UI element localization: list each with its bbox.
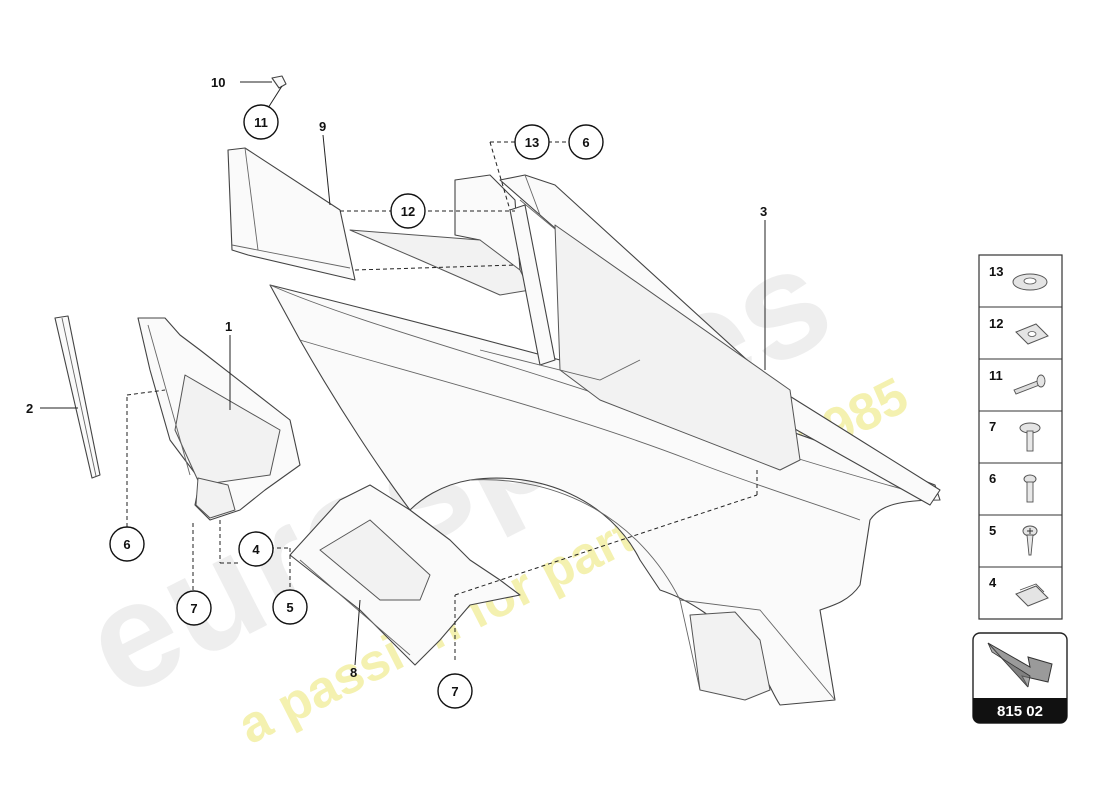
- wide-head-screw-icon: [1019, 422, 1041, 452]
- callout-11: 11: [254, 115, 268, 130]
- callout-7-bottom-circle: [437, 673, 473, 709]
- legend-row: 7: [989, 419, 1041, 452]
- callout-6-left: 6: [123, 537, 130, 552]
- callout-12: 12: [401, 204, 415, 219]
- legend-number: 13: [989, 264, 1003, 279]
- callout-7-bottom: 7: [451, 684, 458, 699]
- callout-13: 13: [525, 135, 539, 150]
- page-reference: 815 02: [972, 632, 1068, 724]
- callouts: 10 11 9 13 6 12 3 1 2 6 4 7 5 8 7: [26, 75, 767, 709]
- clip-nut-icon: [1015, 323, 1049, 345]
- rivet-icon: [1013, 374, 1046, 395]
- legend-number: 4: [989, 575, 997, 590]
- callout-5-circle: [272, 589, 308, 625]
- callout-10: 10: [211, 75, 225, 90]
- legend-frame: [978, 254, 1063, 620]
- arrow-icon: [987, 642, 1053, 688]
- screw-icon: [1023, 474, 1037, 503]
- callout-6-left-circle: [109, 526, 145, 562]
- callout-11-circle: [243, 104, 279, 140]
- hardware-legend: 13 12 11 7: [978, 254, 1063, 620]
- legend-row: 12: [989, 316, 1049, 345]
- callout-1: 1: [225, 319, 232, 334]
- star-head-screw-icon: [1022, 525, 1038, 556]
- page-ref-code: 815 02: [997, 703, 1043, 720]
- legend-number: 12: [989, 316, 1003, 331]
- callout-13-circle: [514, 124, 550, 160]
- callout-4-circle: [238, 531, 274, 567]
- callout-5: 5: [286, 600, 293, 615]
- part-1-liner: [137, 317, 301, 521]
- leader-lines: [40, 81, 766, 666]
- callout-9: 9: [319, 119, 326, 134]
- washer-icon: [1012, 273, 1048, 291]
- legend-number: 5: [989, 523, 996, 538]
- callout-6-top: 6: [582, 135, 589, 150]
- part-8-duct: [289, 484, 521, 666]
- part-3-fender: [269, 174, 941, 706]
- callout-12-circle: [390, 193, 426, 229]
- legend-row: 4: [989, 575, 1049, 607]
- part-9-panel: [227, 147, 356, 281]
- legend-row: 13: [989, 264, 1048, 291]
- callout-7-left: 7: [190, 601, 197, 616]
- callout-6-top-circle: [568, 124, 604, 160]
- speed-nut-icon: [1015, 583, 1049, 607]
- legend-row: 5: [989, 523, 1038, 556]
- callout-2: 2: [26, 401, 33, 416]
- callout-7-left-circle: [176, 590, 212, 626]
- callout-3: 3: [760, 204, 767, 219]
- legend-number: 6: [989, 471, 996, 486]
- part-10-clip: [271, 75, 287, 89]
- legend-number: 11: [989, 368, 1003, 383]
- callout-4: 4: [252, 542, 260, 557]
- callout-8: 8: [350, 665, 357, 680]
- part-2-strip: [54, 315, 101, 479]
- legend-row: 6: [989, 471, 1037, 503]
- legend-row: 11: [989, 368, 1046, 395]
- legend-number: 7: [989, 419, 996, 434]
